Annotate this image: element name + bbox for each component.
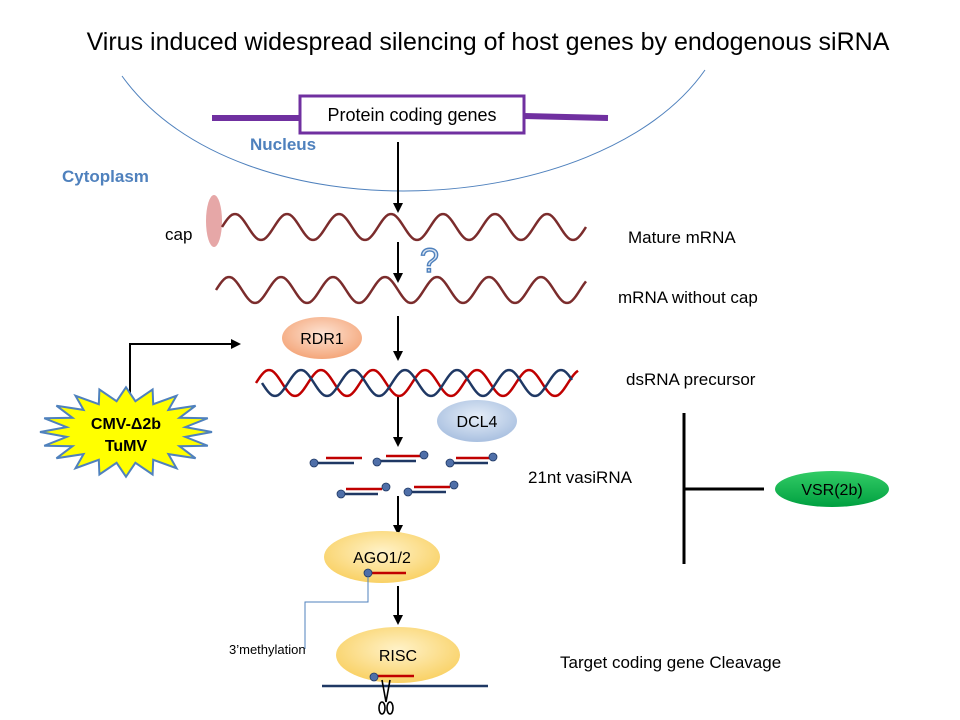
- mrna-without-cap-label: mRNA without cap: [618, 288, 758, 307]
- nucleus-label: Nucleus: [250, 135, 316, 154]
- risc-complex: [336, 627, 460, 683]
- gene-box-label: Protein coding genes: [327, 105, 496, 125]
- virus-induction-arrow: [129, 339, 241, 394]
- dsrna-precursor-label: dsRNA precursor: [626, 370, 756, 389]
- gene-box: [298, 94, 526, 135]
- virus-cmv-label: CMV-Δ2b: [91, 416, 161, 433]
- rdr1-enzyme: [282, 317, 362, 359]
- mature-mrna-strand: [220, 212, 588, 242]
- diagram-title: Virus induced widespread silencing of ho…: [87, 28, 890, 56]
- vasirna-duplex: [403, 480, 459, 497]
- dsrna-precursor: [254, 368, 579, 398]
- dcl4-label: DCL4: [457, 414, 498, 431]
- cytoplasm-label: Cytoplasm: [62, 167, 149, 186]
- cap-shape: [206, 195, 222, 247]
- vsr-label: VSR(2b): [801, 482, 862, 499]
- dcl4-enzyme: [437, 400, 517, 442]
- mrna-without-cap-wave: [214, 275, 587, 305]
- virus-tumv-label: TuMV: [105, 438, 148, 455]
- uncapped-mrna-strand: [214, 275, 587, 305]
- cap-label: cap: [165, 225, 192, 244]
- methylation-callout-line: [304, 577, 369, 649]
- vasirna-duplex: [445, 452, 498, 468]
- vasirna-duplexes: [309, 450, 498, 499]
- dsrna-sense-strand: [254, 368, 579, 398]
- vasirna-duplex: [336, 482, 391, 499]
- ago-label: AGO1/2: [353, 550, 411, 567]
- scissors-icon: [378, 679, 394, 715]
- target-cleavage-label: Target coding gene Cleavage: [560, 653, 781, 672]
- mature-mrna-label: Mature mRNA: [628, 228, 736, 247]
- nucleus-membrane: [121, 69, 706, 192]
- vasirna-duplex: [309, 456, 362, 468]
- risc-label: RISC: [379, 648, 417, 665]
- vasirna-duplex: [372, 450, 429, 467]
- dsrna-antisense-strand: [260, 368, 574, 398]
- methyl-group: [363, 568, 373, 578]
- vasirna-label: 21nt vasiRNA: [528, 468, 633, 487]
- rdr1-label: RDR1: [300, 331, 344, 348]
- virus-starburst: [39, 385, 213, 479]
- vsr-2b: [775, 471, 889, 507]
- question-mark: ?: [420, 242, 439, 280]
- methylation-label: 3’methylation: [229, 642, 306, 657]
- dna-line-right: [523, 113, 609, 121]
- mature-mrna-wave: [220, 212, 588, 242]
- ago-complex: [324, 531, 440, 583]
- risc-methyl-group: [369, 672, 379, 682]
